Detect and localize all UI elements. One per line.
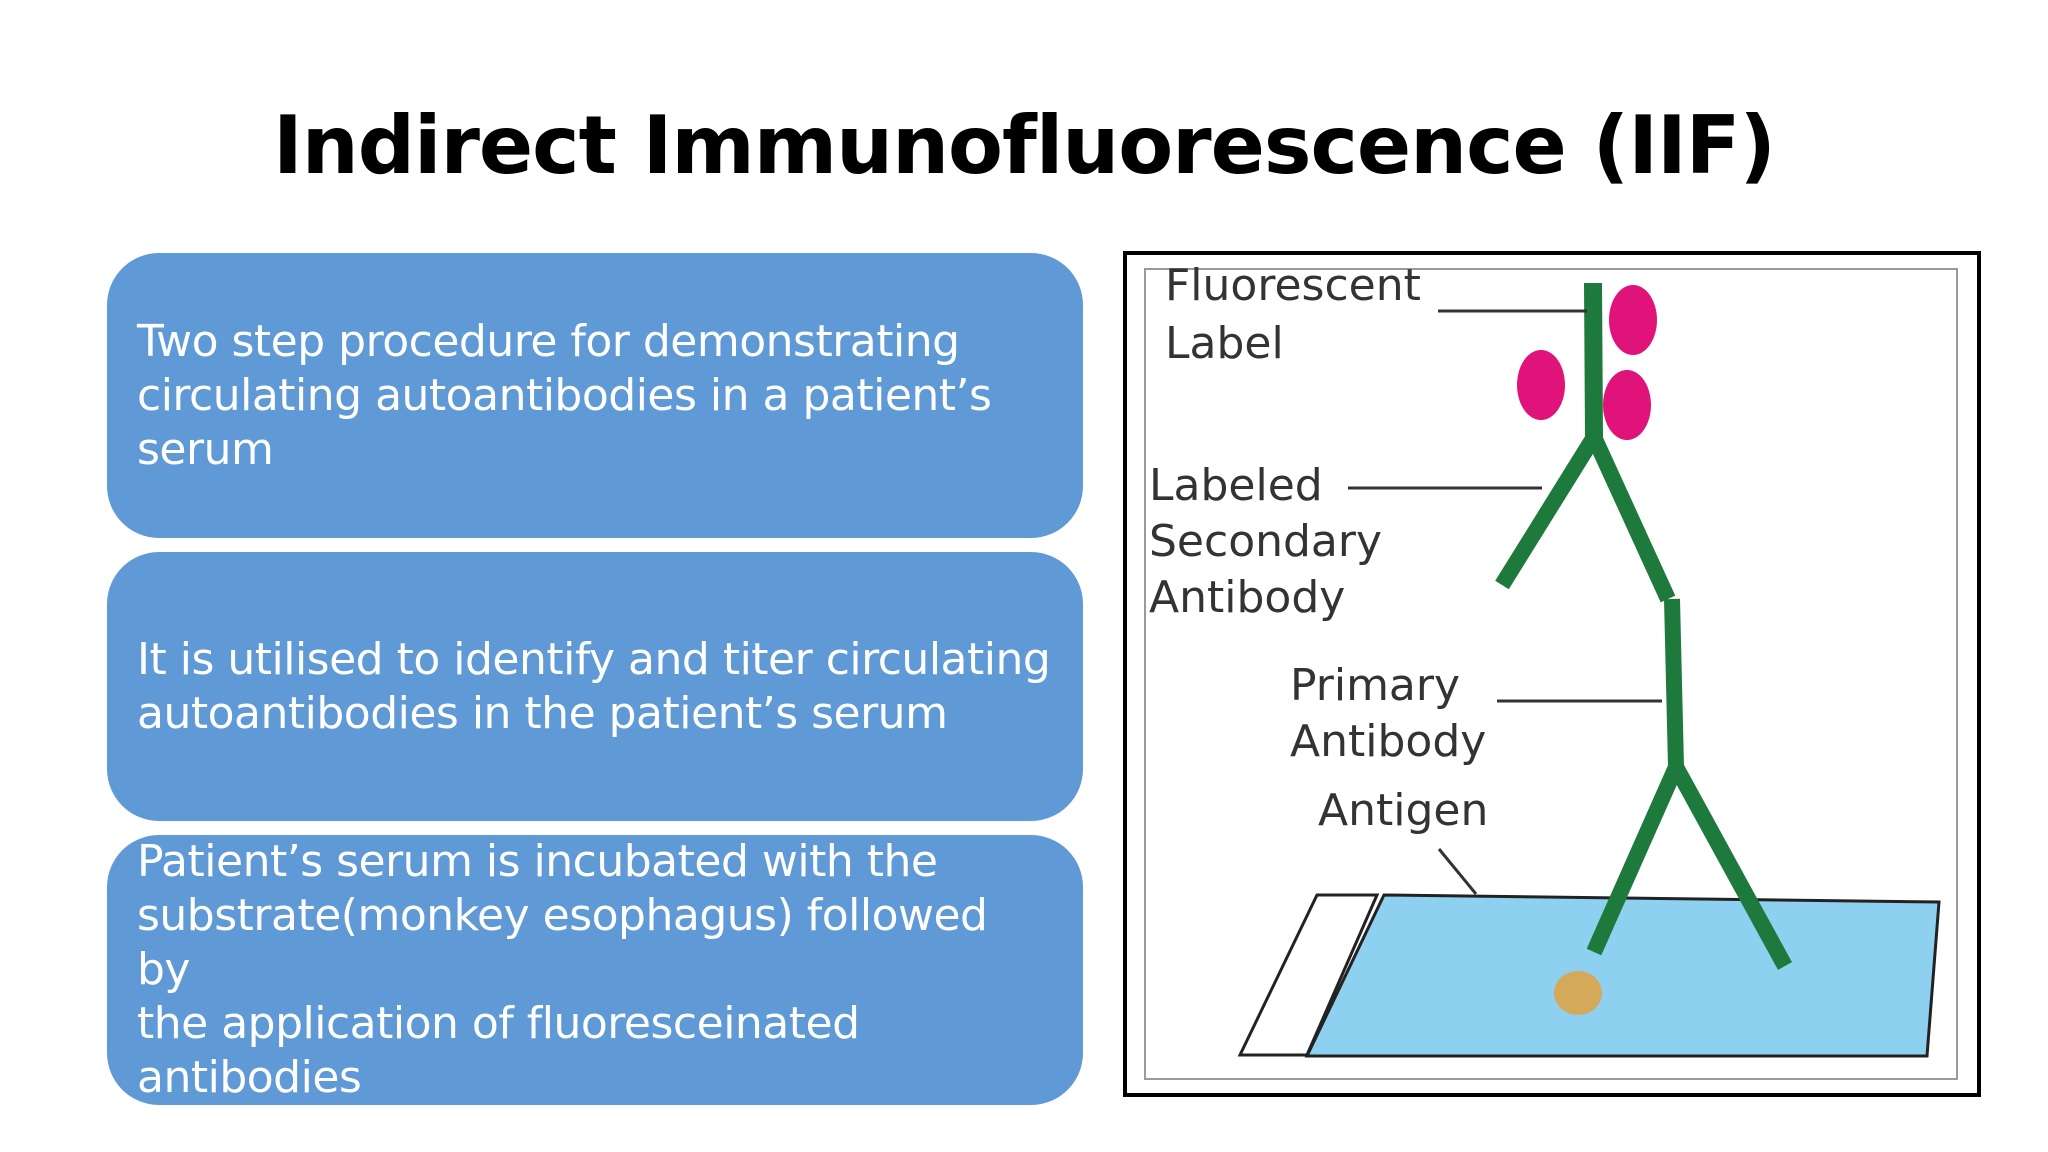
pointer-line-antigen (1437, 848, 1478, 895)
info-line: substrate(monkey esophagus) followed by (137, 890, 988, 995)
info-line: Patient’s serum is incubated with the (137, 836, 938, 887)
label-primary-antibody: Antibody (1290, 716, 1486, 767)
iif-diagram-svg: Fluorescent Label Labeled Secondary Anti… (1144, 260, 1958, 1080)
fluorescent-label-dot (1609, 285, 1657, 355)
info-box-text: Two step procedure for demonstrating cir… (137, 315, 992, 477)
info-line: Two step procedure for demonstrating (137, 315, 960, 367)
antigen-dot (1554, 971, 1602, 1015)
secondary-antibody-arm-right (1586, 433, 1676, 603)
info-box-text: Patient’s serum is incubated with the su… (137, 835, 1053, 1105)
label-secondary-antibody: Antibody (1149, 572, 1345, 623)
info-box-text: It is utilised to identify and titer cir… (137, 633, 1051, 741)
info-line: serum (137, 423, 274, 475)
primary-antibody-arm-left (1586, 763, 1684, 956)
info-line: circulating autoantibodies in a patient’… (137, 369, 992, 421)
info-box-purpose: It is utilised to identify and titer cir… (107, 552, 1083, 821)
label-secondary-antibody: Labeled (1149, 460, 1323, 511)
primary-antibody-stem (1664, 598, 1684, 768)
primary-antibody-arm-right (1668, 763, 1793, 970)
label-fluorescent: Fluorescent (1165, 260, 1421, 311)
label-antigen: Antigen (1318, 785, 1488, 836)
fluorescent-label-dot (1517, 350, 1565, 420)
iif-diagram: Fluorescent Label Labeled Secondary Anti… (1123, 251, 1981, 1097)
info-line: It is utilised to identify and titer cir… (137, 633, 1051, 685)
info-box-method: Patient’s serum is incubated with the su… (107, 835, 1083, 1105)
info-line: antibodies (137, 1052, 362, 1103)
info-box-procedure: Two step procedure for demonstrating cir… (107, 253, 1083, 538)
info-line: autoantibodies in the patient’s serum (137, 687, 948, 739)
slide-title: Indirect Immunofluorescence (IIF) (273, 99, 1776, 192)
label-secondary-antibody: Secondary (1149, 516, 1382, 567)
label-primary-antibody: Primary (1290, 660, 1460, 711)
info-line: the application of fluoresceinated (137, 998, 860, 1049)
inner-frame (1144, 268, 1958, 1080)
substrate-slide (1304, 893, 1941, 1058)
fluorescent-label-dot (1603, 370, 1651, 440)
secondary-antibody-arm-left (1495, 432, 1601, 590)
label-fluorescent: Label (1165, 318, 1284, 369)
secondary-antibody-stem (1584, 282, 1603, 438)
